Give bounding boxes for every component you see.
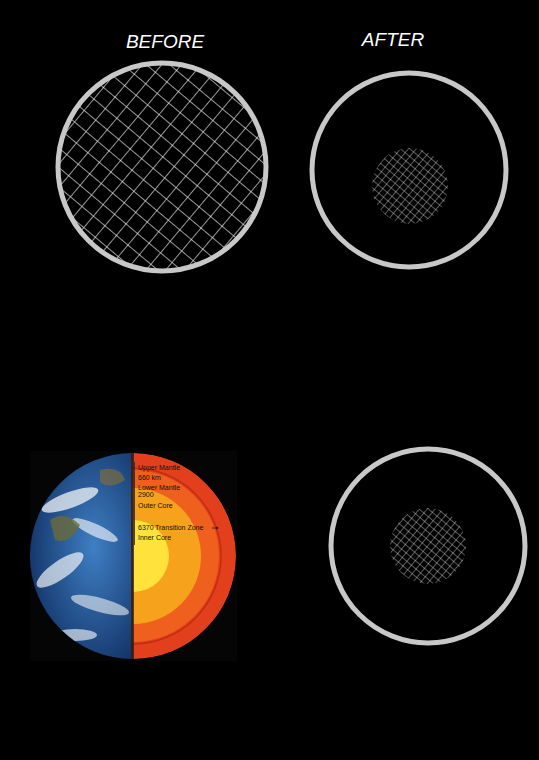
layer-label: Transition Zone: [155, 524, 203, 532]
layer-label: Lower Mantle: [138, 484, 180, 492]
layer-label: Inner Core: [138, 534, 171, 542]
column-heading: AFTER: [362, 30, 424, 51]
depth-number: 6370: [138, 524, 154, 532]
lattice-core: [372, 148, 448, 224]
layer-label: Outer Core: [138, 502, 173, 510]
lattice-core: [390, 508, 466, 584]
sphere-outline: [58, 63, 266, 271]
column-heading: BEFORE: [126, 32, 204, 53]
depth-axis: [134, 462, 135, 545]
pointer-line: [212, 528, 218, 529]
sphere-outline: [312, 73, 506, 267]
depth-number: 2900: [138, 491, 154, 499]
earth-illustration: [28, 450, 236, 665]
layer-label: Upper Mantle: [138, 464, 180, 472]
depth-number: 660 km: [138, 474, 161, 482]
hatch-ground: [58, 63, 266, 271]
pointer-head: [216, 527, 219, 530]
sphere-outline: [331, 449, 525, 643]
lattice-fill: [58, 63, 266, 271]
